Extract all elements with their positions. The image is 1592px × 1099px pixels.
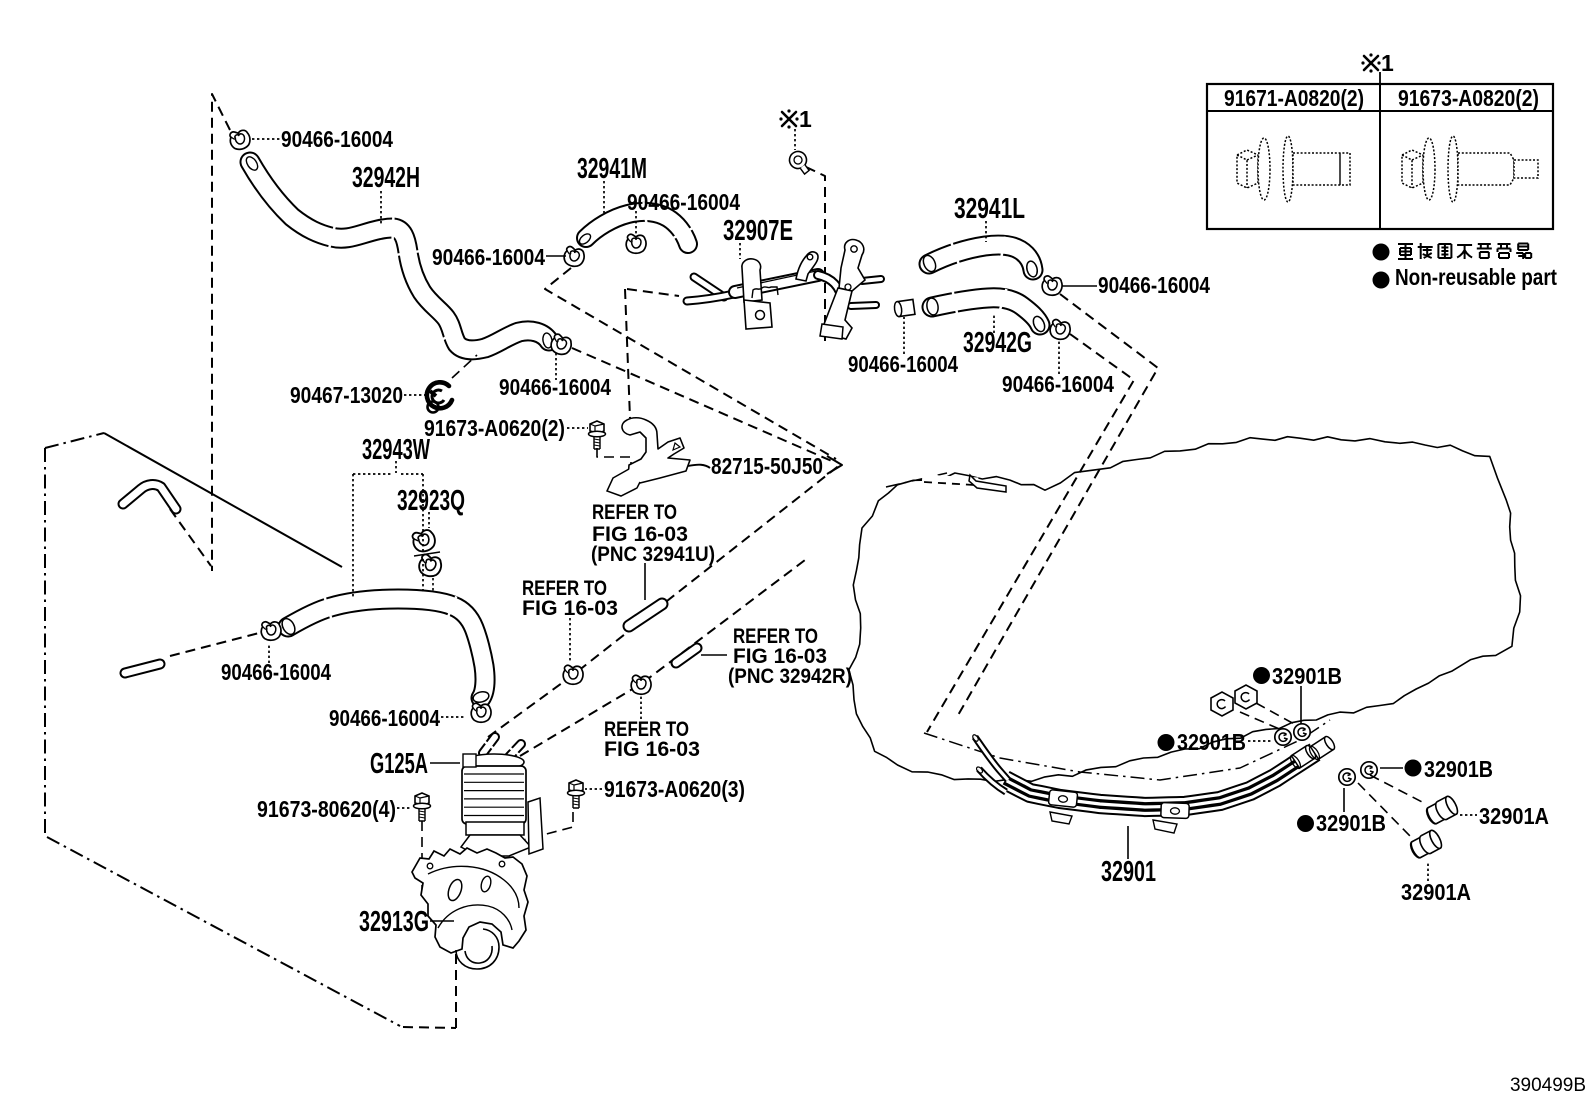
svg-text:390499B: 390499B xyxy=(1510,1075,1586,1096)
svg-text:32901B: 32901B xyxy=(1316,810,1386,836)
svg-text:82715-50J50: 82715-50J50 xyxy=(711,453,823,479)
svg-text:Non-reusable part: Non-reusable part xyxy=(1395,264,1557,290)
svg-text:90467-13020: 90467-13020 xyxy=(290,382,403,408)
svg-text:32901B: 32901B xyxy=(1177,729,1246,755)
svg-text:32943W: 32943W xyxy=(362,434,430,466)
svg-text:32942H: 32942H xyxy=(352,162,420,194)
svg-text:90466-16004: 90466-16004 xyxy=(1002,371,1114,397)
svg-text:90466-16004: 90466-16004 xyxy=(627,189,740,215)
svg-text:FIG 16-03: FIG 16-03 xyxy=(733,645,827,668)
svg-text:90466-16004: 90466-16004 xyxy=(329,705,440,731)
svg-text:32901B: 32901B xyxy=(1424,756,1493,782)
svg-text:32942G: 32942G xyxy=(963,327,1032,359)
svg-text:90466-16004: 90466-16004 xyxy=(499,374,611,400)
svg-text:90466-16004: 90466-16004 xyxy=(221,659,331,685)
svg-text:32941L: 32941L xyxy=(954,193,1025,225)
svg-text:32941M: 32941M xyxy=(577,153,647,185)
svg-text:32901A: 32901A xyxy=(1479,803,1549,829)
svg-text:FIG 16-03: FIG 16-03 xyxy=(522,597,618,620)
svg-text:REFER TO: REFER TO xyxy=(604,718,689,741)
svg-text:32913G: 32913G xyxy=(359,906,429,938)
svg-text:(PNC 32942R): (PNC 32942R) xyxy=(728,665,852,688)
svg-text:REFER TO: REFER TO xyxy=(592,501,677,524)
svg-text:32901B: 32901B xyxy=(1272,663,1342,689)
svg-text:90466-16004: 90466-16004 xyxy=(848,351,958,377)
svg-text:FIG 16-03: FIG 16-03 xyxy=(604,738,700,761)
svg-text:32923Q: 32923Q xyxy=(397,485,465,517)
svg-text:REFER TO: REFER TO xyxy=(733,625,818,648)
svg-text:90466-16004: 90466-16004 xyxy=(1098,272,1210,298)
svg-text:32907E: 32907E xyxy=(723,215,793,247)
svg-text:32901A: 32901A xyxy=(1401,879,1471,905)
svg-text:91673-A0620(3): 91673-A0620(3) xyxy=(604,776,745,802)
svg-text:(PNC 32941U): (PNC 32941U) xyxy=(591,543,715,566)
svg-text:32901: 32901 xyxy=(1101,856,1156,888)
svg-text:90466-16004: 90466-16004 xyxy=(281,126,393,152)
svg-text:G125A: G125A xyxy=(370,748,428,780)
svg-text:1: 1 xyxy=(1381,50,1394,76)
svg-text:91673-A0820(2): 91673-A0820(2) xyxy=(1398,85,1539,111)
svg-text:REFER TO: REFER TO xyxy=(522,577,607,600)
svg-text:91673-80620(4): 91673-80620(4) xyxy=(257,796,396,822)
svg-text:FIG 16-03: FIG 16-03 xyxy=(592,523,688,546)
svg-text:90466-16004: 90466-16004 xyxy=(432,244,545,270)
svg-text:1: 1 xyxy=(799,106,812,132)
svg-text:91673-A0620(2): 91673-A0620(2) xyxy=(424,415,565,441)
svg-text:91671-A0820(2): 91671-A0820(2) xyxy=(1224,85,1364,111)
